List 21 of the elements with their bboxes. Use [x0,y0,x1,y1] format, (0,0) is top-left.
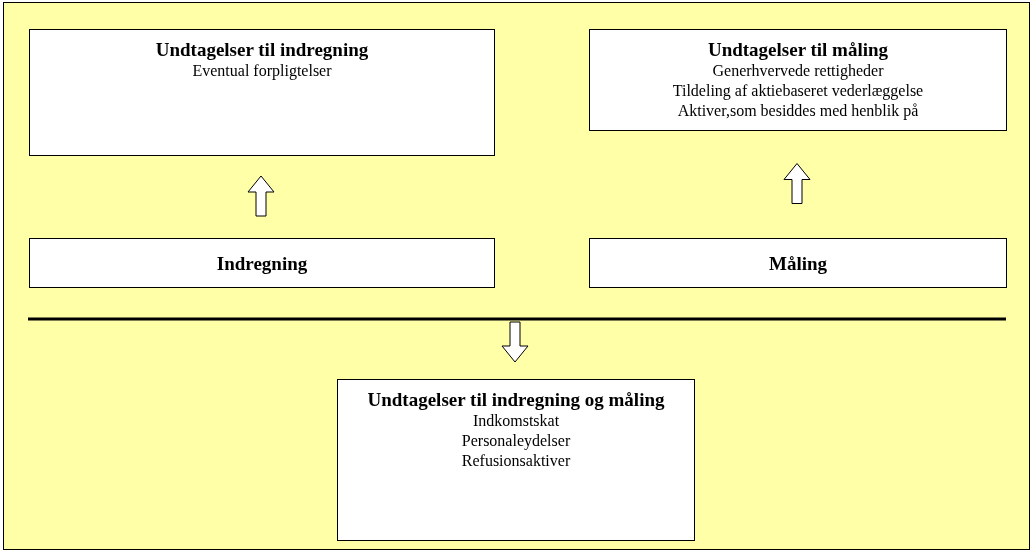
box-text: Eventual forpligtelser [192,61,332,81]
hollow-arrow [247,175,275,217]
text-box [589,238,1007,288]
text-box [589,29,1007,131]
text-box [29,29,495,156]
box-heading: Undtagelser til indregning og måling [367,388,665,411]
background-panel [3,2,1030,550]
box-heading: Måling [768,251,828,275]
box-text: Aktiver,som besiddes med henblik på [677,101,919,121]
box-heading: Undtagelser til måling [707,38,889,61]
box-heading: Indregning [216,251,308,275]
box-text: Personaleydelser [461,431,571,451]
text-box [29,238,495,288]
box-heading: Undtagelser til indregning [155,38,369,61]
hollow-arrow [501,321,529,363]
box-text: Generhvervede rettigheder [712,61,884,81]
box-text: Indkomstskat [472,411,560,431]
box-text: Refusionsaktiver [461,451,571,471]
box-text: Tildeling af aktiebaseret vederlæggelse [672,81,924,101]
text-box [337,379,695,541]
hollow-arrow [783,163,811,204]
